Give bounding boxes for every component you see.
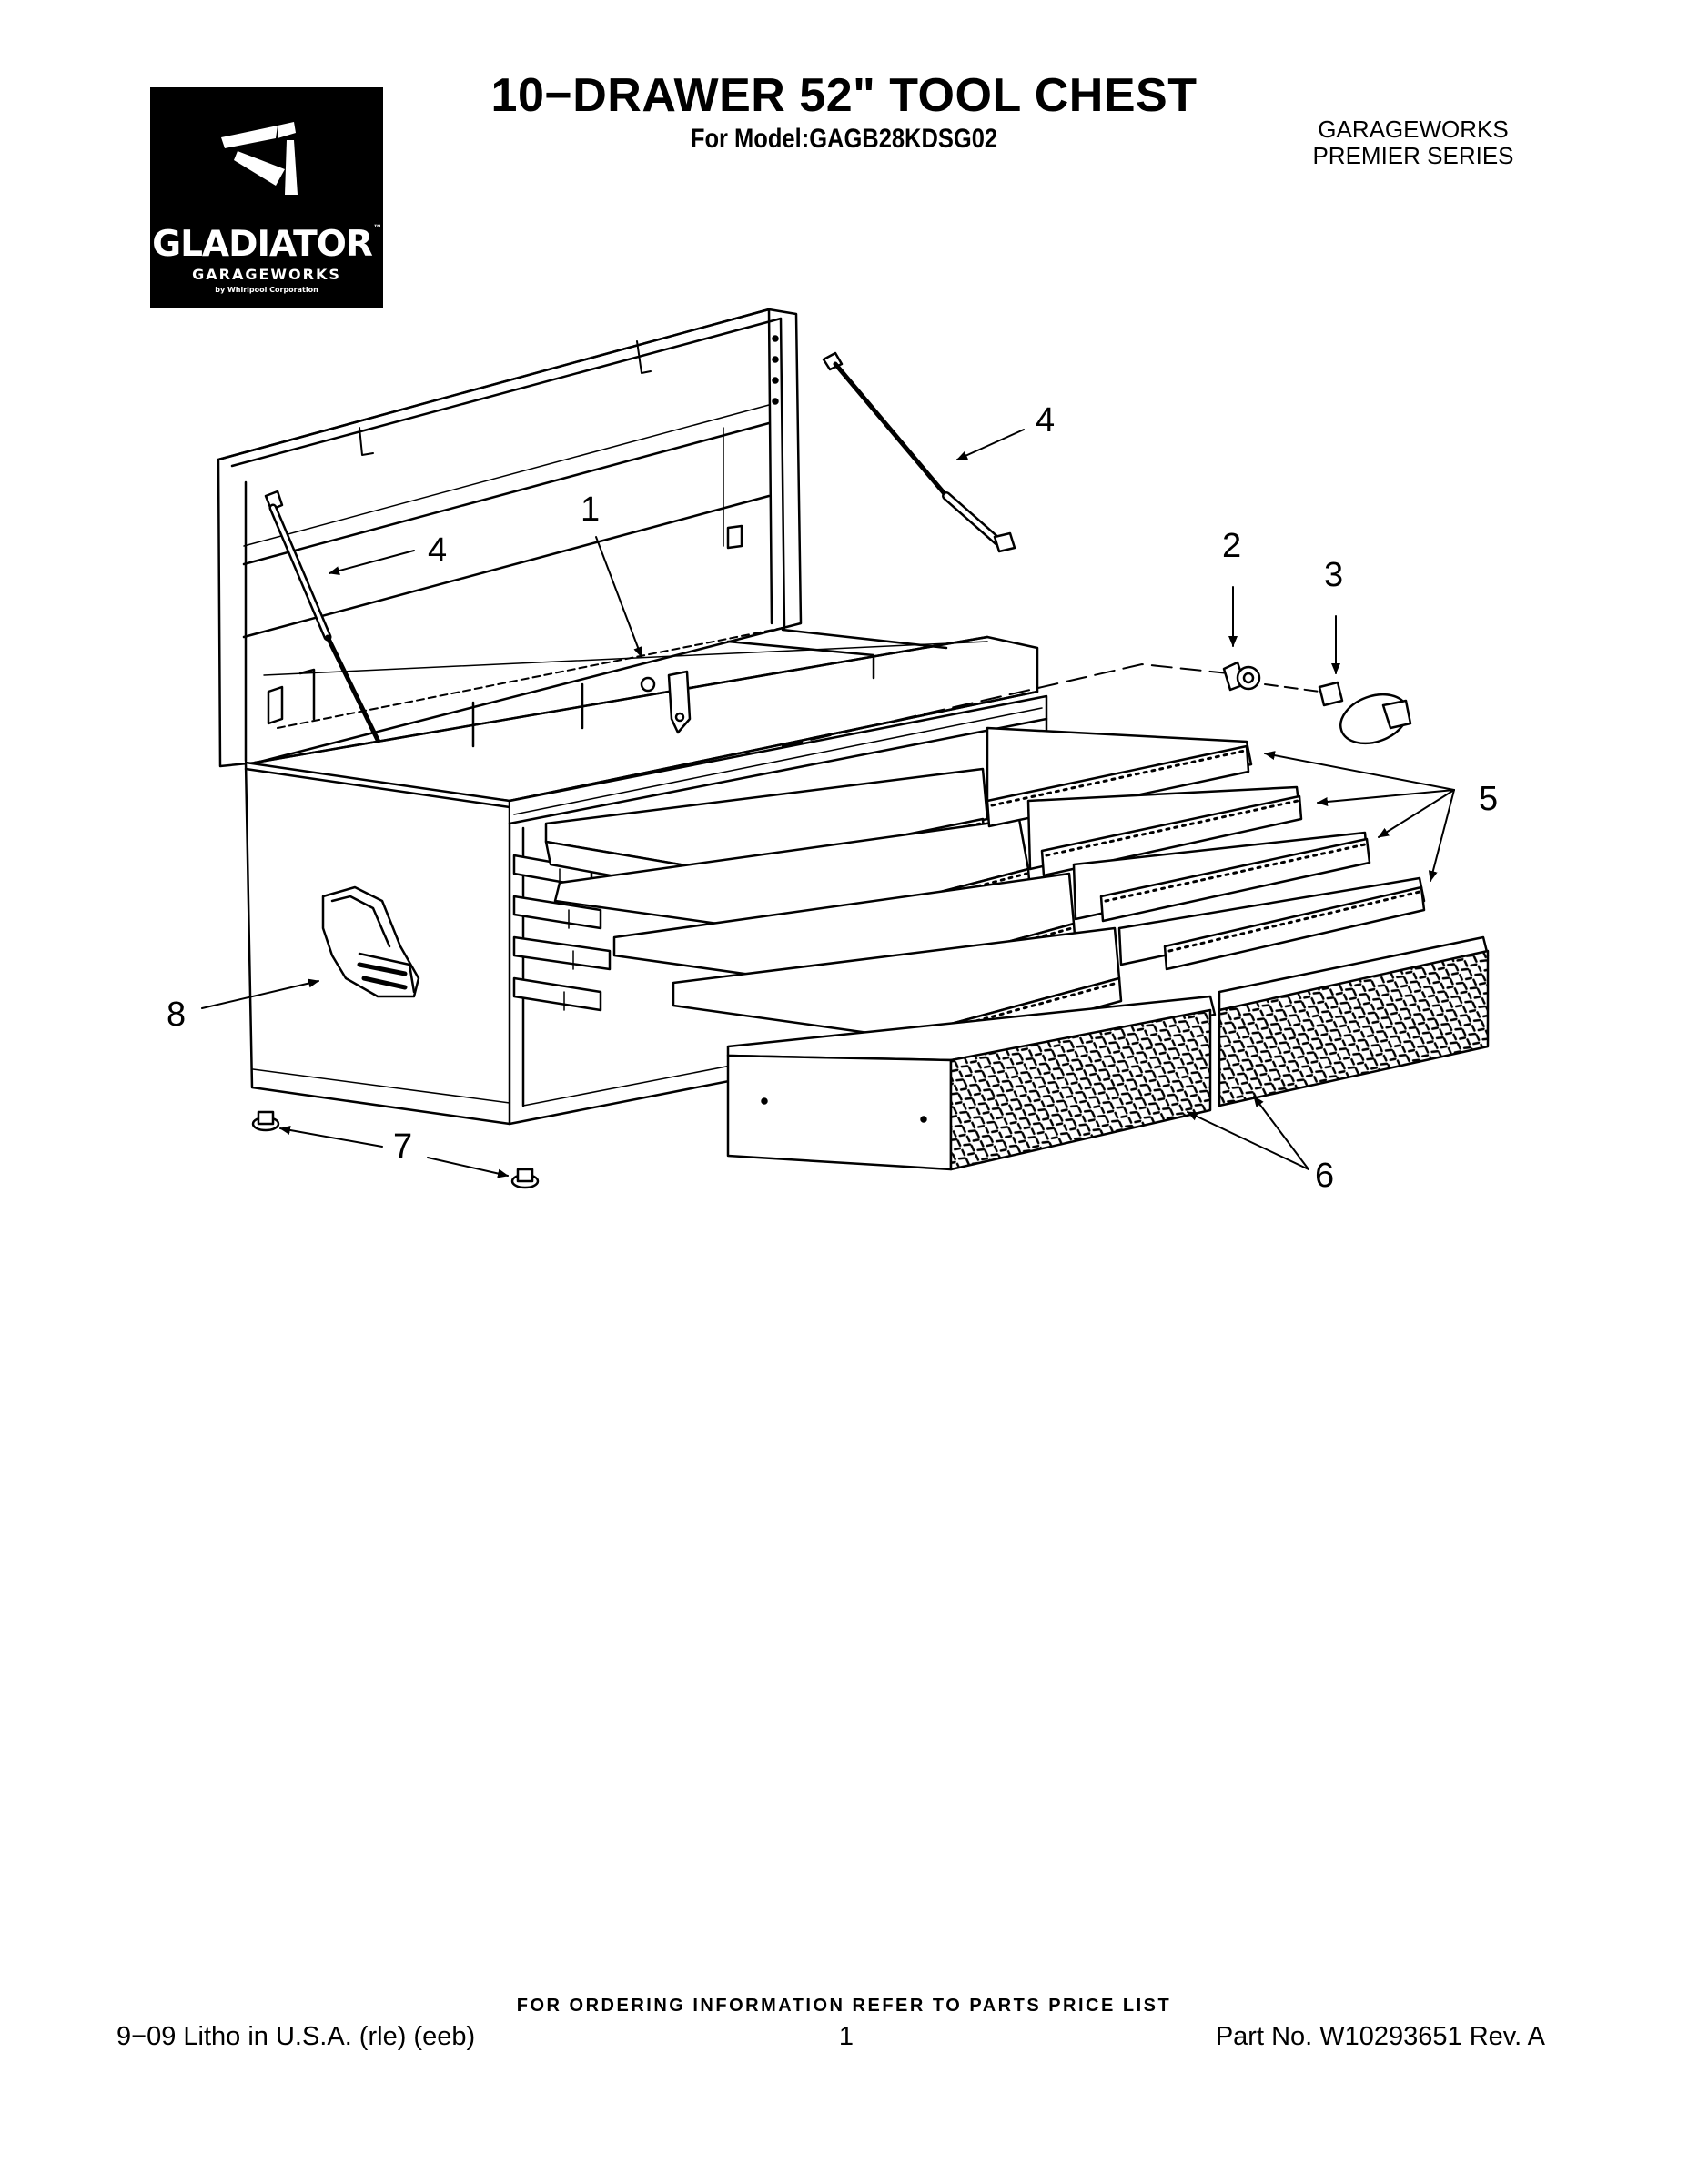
lock-bracket xyxy=(640,670,692,734)
key-ring xyxy=(1318,681,1412,745)
leader-lines xyxy=(201,429,1455,1178)
page-number: 1 xyxy=(838,2022,854,2051)
side-handle xyxy=(321,885,420,998)
logo-tiny: by Whirlpool Corporation xyxy=(215,286,318,294)
callout-5: 5 xyxy=(1479,780,1499,818)
page-title: 10−DRAWER 52" TOOL CHEST xyxy=(490,69,1198,122)
logo-brand: GLADIATOR™ xyxy=(152,224,382,265)
litho-info: 9−09 Litho in U.S.A. (rle) (eeb) xyxy=(116,2022,476,2051)
triblade-logo-icon xyxy=(221,122,298,195)
drawer-slides xyxy=(512,854,612,1012)
gladiator-logo: GLADIATOR™ GARAGEWORKS by Whirlpool Corp… xyxy=(150,87,383,308)
callout-2: 2 xyxy=(1222,527,1242,565)
part-number: Part No. W10293651 Rev. A xyxy=(1215,2022,1545,2051)
lock-cylinder xyxy=(1222,661,1261,692)
callout-3: 3 xyxy=(1324,556,1344,594)
leveling-feet xyxy=(251,1110,540,1189)
series-line-2: PREMIER SERIES xyxy=(1312,142,1514,169)
callout-7: 7 xyxy=(393,1127,413,1166)
ordering-note: FOR ORDERING INFORMATION REFER TO PARTS … xyxy=(516,1996,1172,2016)
series-label: GARAGEWORKS PREMIER SERIES xyxy=(1277,116,1550,169)
callout-4-right: 4 xyxy=(1036,401,1056,440)
callout-1: 1 xyxy=(581,490,601,529)
model-subtitle: For Model:GAGB28KDSG02 xyxy=(690,124,998,154)
bottom-drawers xyxy=(726,935,1490,1171)
logo-sub: GARAGEWORKS xyxy=(192,266,341,283)
series-line-1: GARAGEWORKS xyxy=(1318,116,1509,143)
callout-6: 6 xyxy=(1315,1157,1335,1195)
lid xyxy=(217,308,803,768)
drawers xyxy=(544,726,1426,1062)
callout-8: 8 xyxy=(167,996,187,1034)
callout-4-left: 4 xyxy=(428,531,448,570)
gas-strut-right xyxy=(822,351,1016,553)
